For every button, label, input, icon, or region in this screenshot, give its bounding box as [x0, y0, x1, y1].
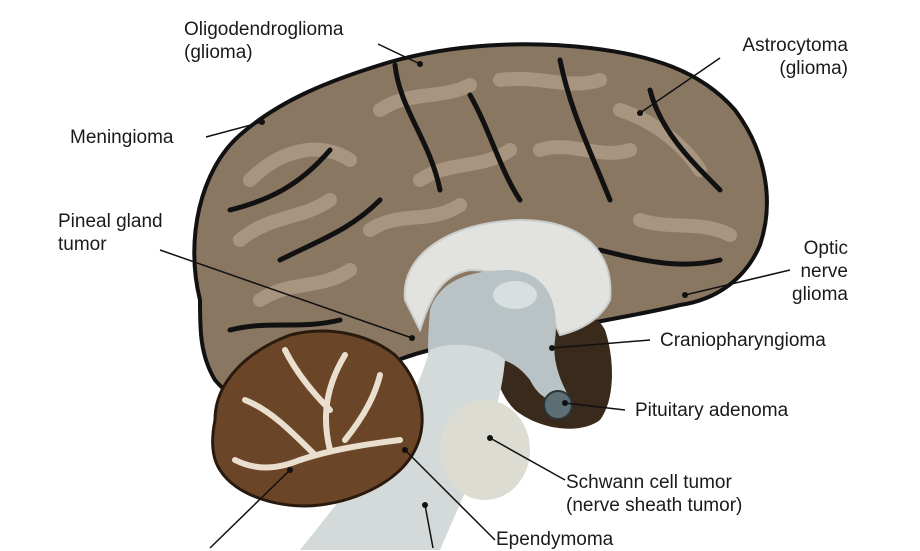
label-schwann: Schwann cell tumor (nerve sheath tumor): [566, 471, 742, 517]
label-ependymoma: Ependymoma: [496, 528, 613, 551]
label-line: Pituitary adenoma: [635, 400, 789, 421]
label-line: Craniopharyngioma: [660, 330, 826, 351]
label-line: Astrocytoma: [742, 35, 848, 56]
label-line: Meningioma: [70, 127, 174, 148]
label-meningioma: Meningioma: [70, 126, 174, 149]
label-pituitary: Pituitary adenoma: [635, 399, 788, 422]
label-optic: Optic nerve glioma: [792, 237, 848, 306]
label-line: (glioma): [184, 42, 253, 63]
ventricle: [403, 218, 612, 337]
label-pineal: Pineal gland tumor: [58, 210, 163, 256]
label-line: Oligodendroglioma: [184, 19, 344, 40]
cerebellum: [211, 329, 424, 508]
label-craniopharyngioma: Craniopharyngioma: [660, 329, 826, 352]
label-astrocytoma: Astrocytoma (glioma): [742, 34, 848, 80]
label-line: Pineal gland: [58, 211, 163, 232]
label-line: Schwann cell tumor: [566, 472, 732, 493]
arbor-vitae: [232, 347, 403, 471]
label-oligodendroglioma: Oligodendroglioma (glioma): [184, 18, 344, 64]
label-line: (glioma): [779, 58, 848, 79]
leader-dots: [259, 61, 688, 508]
pons: [440, 400, 530, 500]
label-line: Ependymoma: [496, 529, 614, 550]
label-line: tumor: [58, 234, 107, 255]
thalamus-highlight: [493, 281, 537, 309]
label-line: nerve: [800, 261, 848, 282]
leader-lines: [159, 43, 791, 549]
gyri: [233, 71, 737, 307]
pituitary-gland: [543, 390, 573, 420]
label-line: glioma: [792, 284, 848, 305]
label-line: (nerve sheath tumor): [566, 495, 743, 516]
label-line: Optic: [803, 238, 848, 259]
